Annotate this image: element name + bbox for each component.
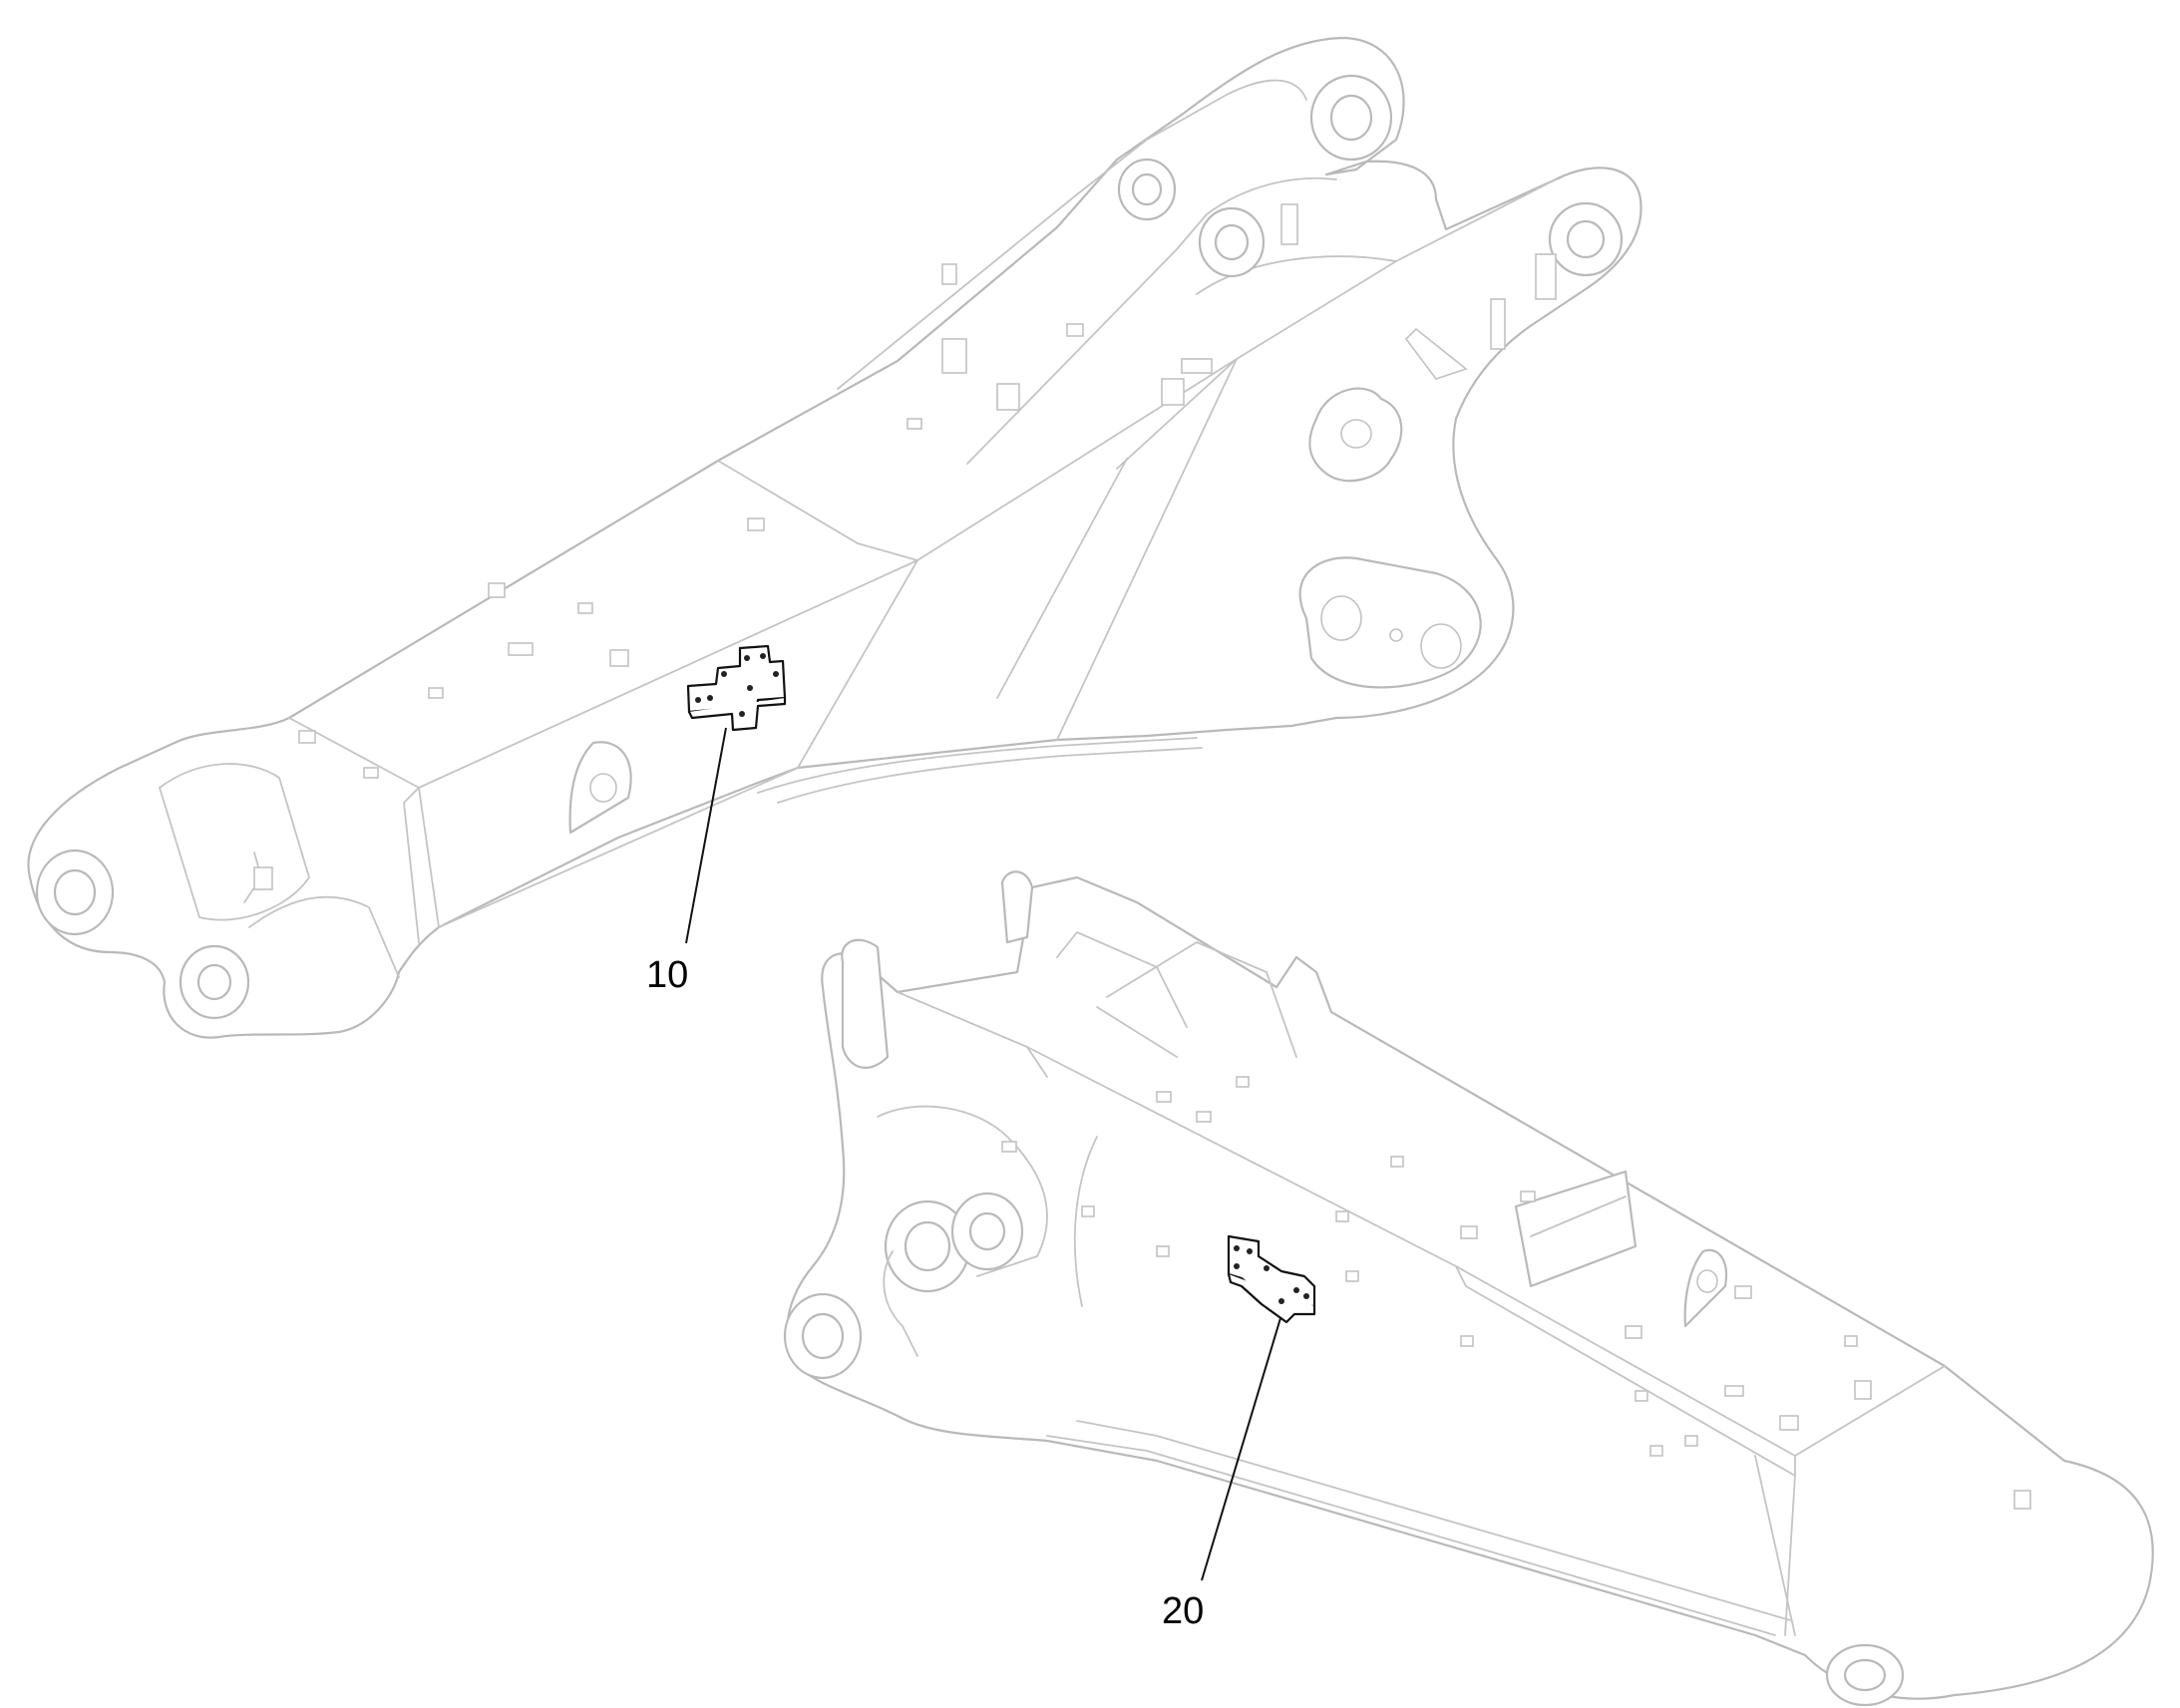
leader-line-10: [685, 727, 727, 944]
lower-arm-assembly: [783, 870, 2154, 1707]
part-20-plate: [1227, 1234, 1316, 1324]
callout-label-20: 20: [1162, 1590, 1204, 1632]
part-10-plate: [686, 644, 787, 732]
leader-line-20: [1201, 1317, 1281, 1581]
upper-boom-assembly: [27, 36, 1642, 1039]
callout-label-10: 10: [646, 954, 688, 996]
